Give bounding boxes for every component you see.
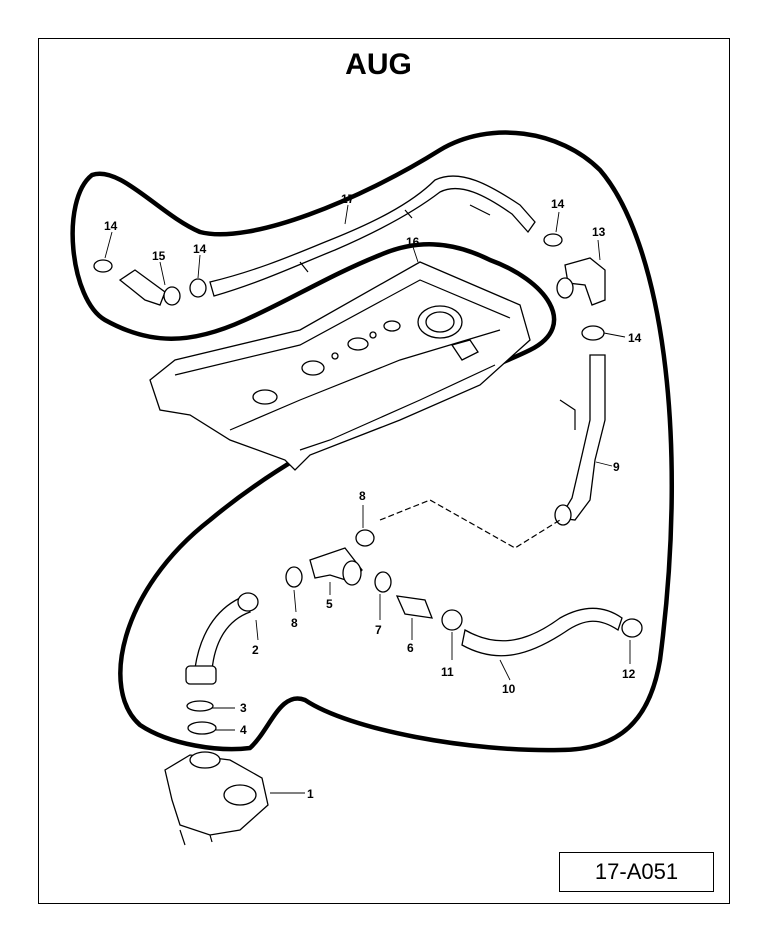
clamp-8-top (355, 529, 375, 547)
callout-3: 3 (240, 701, 247, 715)
diagram-frame (38, 38, 730, 904)
callout-5: 5 (326, 597, 333, 611)
clamp-14-mid (189, 278, 207, 298)
callout-10: 10 (502, 682, 516, 696)
callout-13: 13 (592, 225, 606, 239)
seal-7 (374, 571, 392, 593)
callout-12: 12 (622, 667, 636, 681)
clamp-12 (621, 618, 643, 638)
seal-4 (187, 721, 217, 735)
diagram-title: AUG (345, 48, 412, 81)
connector-15 (118, 269, 166, 306)
callout-7: 7 (375, 623, 382, 637)
callout-8-left: 8 (291, 616, 298, 630)
clamp-14-left (93, 259, 113, 273)
callout-14-left: 14 (104, 219, 118, 233)
callout-8-top: 8 (359, 489, 366, 503)
callout-16: 16 (406, 235, 420, 249)
clamp-11 (441, 609, 463, 631)
ring-3 (186, 700, 214, 712)
callout-9: 9 (613, 460, 620, 474)
clamp-14-right (581, 325, 605, 341)
clamp-8-left (285, 566, 303, 588)
callout-6: 6 (407, 641, 414, 655)
hose-10 (461, 607, 623, 657)
assembly-outline (70, 130, 675, 753)
hose-17 (209, 175, 536, 297)
callout-1: 1 (307, 787, 314, 801)
connector-6 (395, 595, 434, 619)
callout-14-right: 14 (628, 331, 642, 345)
valve-cover (149, 261, 531, 471)
callout-4: 4 (240, 723, 247, 737)
callout-17: 17 (341, 192, 355, 206)
hose-9 (558, 354, 606, 521)
callout-11: 11 (441, 665, 454, 679)
clamp-14-upper-right (543, 233, 563, 247)
callout-2: 2 (252, 643, 259, 657)
reference-code-box: 17-A051 (559, 852, 714, 892)
callout-14-mid: 14 (193, 242, 207, 256)
callout-14-top-right: 14 (551, 197, 565, 211)
callout-15: 15 (152, 249, 166, 263)
housing-1 (164, 751, 269, 846)
